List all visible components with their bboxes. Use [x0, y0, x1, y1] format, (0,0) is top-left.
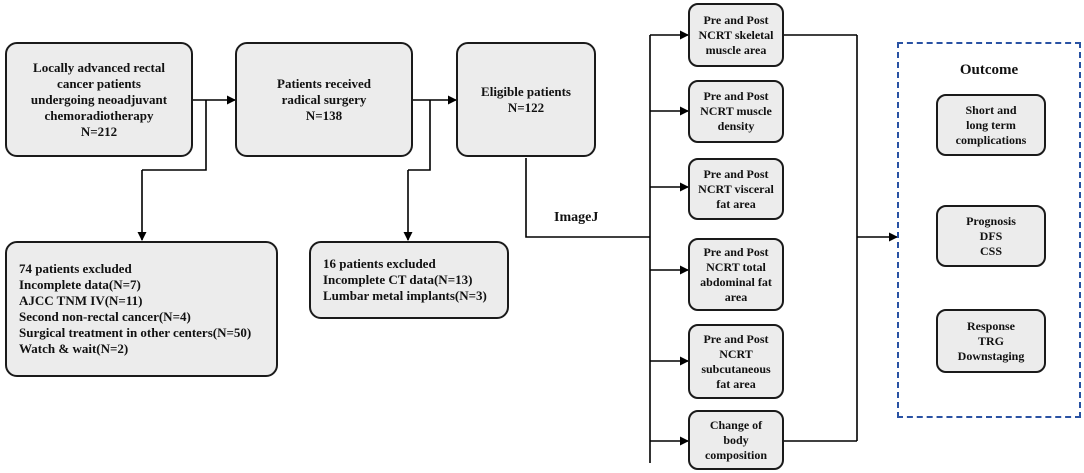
box-text-line: Pre and Post — [703, 12, 769, 27]
outcome-response-box: Response TRG Downstaging — [936, 309, 1046, 373]
outcome-prognosis-box: Prognosis DFS CSS — [936, 205, 1046, 267]
box-text-line: Eligible patients — [481, 83, 571, 99]
eligible-box: Eligible patients N=122 — [456, 42, 596, 157]
box-text-line: Pre and Post — [703, 166, 769, 181]
imagej-label: ImageJ — [554, 210, 599, 225]
box-text-line: 16 patients excluded — [323, 256, 436, 271]
box-text-line: Patients received — [277, 75, 371, 91]
box-text-line: long term — [966, 117, 1016, 132]
box-text-line: Incomplete data(N=7) — [19, 277, 141, 292]
box-text-line: body — [723, 432, 749, 447]
line-exclusion-branch-74 — [142, 100, 207, 171]
measure-subcutaneous-fat-box: Pre and Post NCRT subcutaneous fat area — [688, 324, 784, 399]
box-text-line: Pre and Post — [703, 89, 769, 103]
box-text-line: Downstaging — [957, 348, 1025, 363]
box-text-line: TRG — [977, 333, 1004, 348]
box-text-line: undergoing neoadjuvant — [30, 91, 168, 107]
box-text-line: 74 patients excluded — [19, 261, 132, 276]
box-text-line: subcutaneous — [701, 361, 771, 376]
initial-cohort-box: Locally advanced rectal cancer patients … — [5, 42, 193, 157]
box-text-line: chemoradiotherapy — [44, 107, 154, 123]
box-text-line: CSS — [979, 243, 1002, 258]
box-text-line: Watch & wait(N=2) — [19, 341, 129, 356]
box-text-line: Lumbar metal implants(N=3) — [323, 288, 487, 303]
box-text-line: Second non-rectal cancer(N=4) — [19, 309, 191, 324]
box-text-line: radical surgery — [281, 91, 367, 107]
box-text-line: fat area — [716, 196, 756, 211]
box-text-line: Surgical treatment in other centers(N=50… — [19, 325, 252, 340]
box-text-line: Response — [966, 318, 1015, 333]
box-text-line: fat area — [716, 376, 756, 391]
box-text-line: N=122 — [507, 99, 545, 115]
measure-visceral-fat-box: Pre and Post NCRT visceral fat area — [688, 158, 784, 220]
box-text-line: NCRT skeletal — [698, 27, 774, 42]
box-text-line: Short and — [965, 102, 1017, 117]
change-body-composition-box: Change of body composition — [688, 410, 784, 470]
box-text-line: AJCC TNM IV(N=11) — [19, 293, 143, 308]
excluded-16-box: 16 patients excluded Incomplete CT data(… — [309, 241, 509, 319]
box-text-line: composition — [704, 447, 767, 462]
box-text-line: NCRT muscle — [700, 104, 772, 118]
box-text-line: Locally advanced rectal — [33, 59, 165, 75]
measure-muscle-density-box: Pre and Post NCRT muscle density — [688, 80, 784, 143]
box-text-line: Pre and Post — [703, 244, 769, 259]
box-text-line: complications — [955, 132, 1027, 147]
box-text-line: NCRT — [719, 346, 753, 361]
box-text-line: Pre and Post — [703, 331, 769, 346]
line-exclusion-branch-16 — [408, 100, 431, 171]
excluded-74-box: 74 patients excluded Incomplete data(N=7… — [5, 241, 278, 377]
outcome-title: Outcome — [959, 62, 1019, 78]
box-text-line: Incomplete CT data(N=13) — [323, 272, 473, 287]
box-text-line: area — [724, 289, 748, 304]
measure-total-abdominal-fat-box: Pre and Post NCRT total abdominal fat ar… — [688, 238, 784, 311]
box-text-line: DFS — [979, 228, 1003, 243]
box-text-line: N=138 — [305, 107, 343, 123]
measure-skeletal-muscle-box: Pre and Post NCRT skeletal muscle area — [688, 3, 784, 67]
box-text-line: Change of — [709, 417, 763, 432]
box-text-line: abdominal fat — [700, 274, 772, 289]
box-text-line: density — [717, 119, 755, 133]
outcome-frame — [897, 42, 1081, 418]
box-text-line: NCRT visceral — [698, 181, 774, 196]
box-text-line: cancer patients — [57, 75, 141, 91]
box-text-line: NCRT total — [706, 259, 766, 274]
surgery-box: Patients received radical surgery N=138 — [235, 42, 413, 157]
box-text-line: muscle area — [705, 42, 767, 57]
box-text-line: Prognosis — [966, 213, 1016, 228]
line-eligible-to-imagej — [525, 158, 650, 238]
outcome-complications-box: Short and long term complications — [936, 94, 1046, 156]
box-text-line: N=212 — [80, 123, 118, 139]
